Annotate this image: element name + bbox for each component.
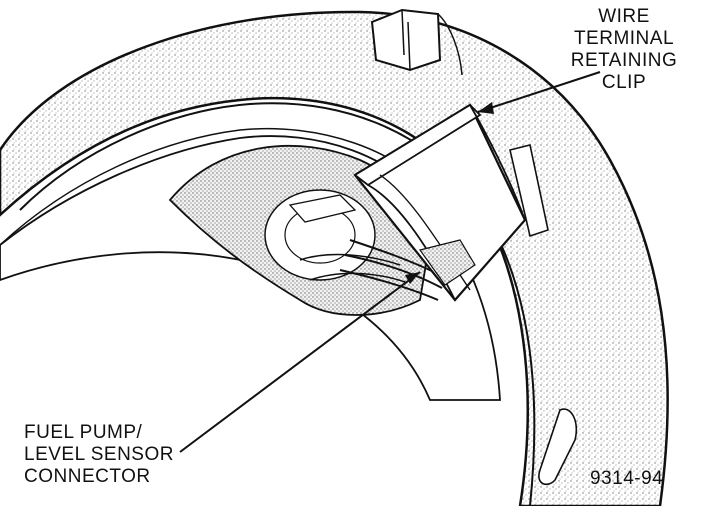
top-fitting <box>370 8 463 76</box>
figure-code: 9314-94 <box>590 468 664 489</box>
retaining-clip <box>353 103 527 302</box>
label-wire-terminal-retaining-clip: WIRE TERMINAL RETAINING CLIP <box>570 6 678 93</box>
ring-slot <box>509 144 578 486</box>
label-fuel-pump-level-sensor-connector: FUEL PUMP/ LEVEL SENSOR CONNECTOR <box>24 422 174 487</box>
leader-lines <box>179 71 601 453</box>
